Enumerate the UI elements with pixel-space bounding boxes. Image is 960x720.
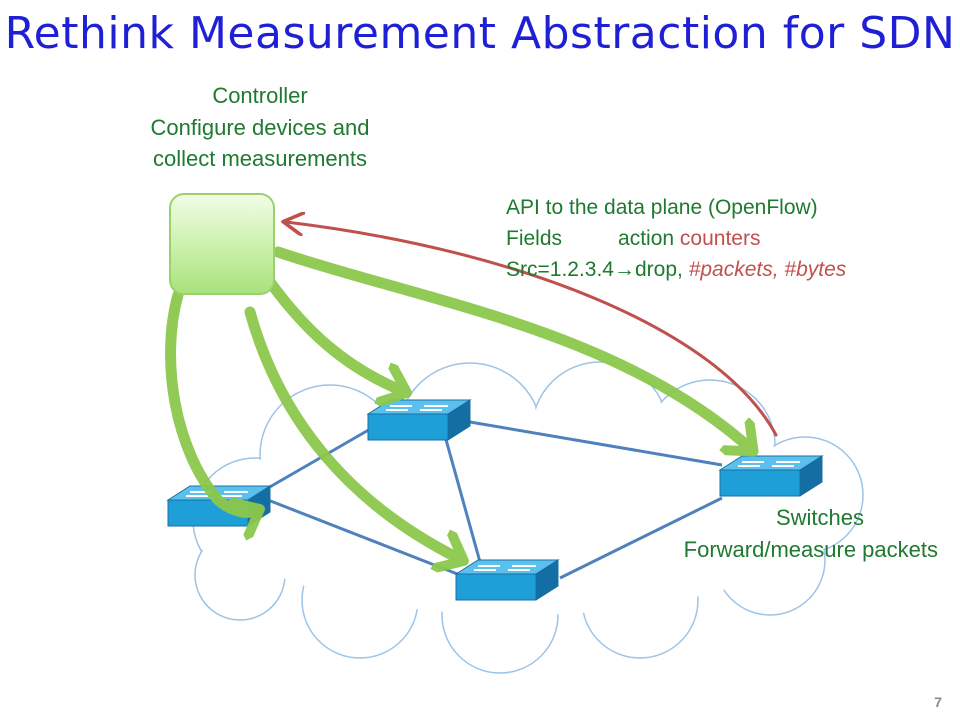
switches-label: Switches (775, 505, 864, 530)
link-top-right (469, 420, 723, 467)
switches-desc: Forward/measure packets (683, 537, 938, 562)
slide-title: Rethink Measurement Abstraction for SDN (4, 8, 956, 59)
control-arrows (165, 246, 752, 560)
drop-action: drop, (634, 258, 683, 281)
switch-icon (454, 559, 560, 601)
arrow-to-left-switch (165, 289, 258, 512)
controller-desc-line1: Configure devices and (150, 115, 370, 140)
api-title: API to the data plane (OpenFlow) (506, 196, 818, 219)
arrow-to-top-switch (264, 276, 405, 392)
switch-icon (718, 455, 824, 497)
counters-header: counters (679, 227, 761, 250)
controller-label: Controller (212, 83, 308, 108)
api-header-row: Fields action counters (506, 223, 760, 254)
action-header: action (618, 227, 675, 250)
page-number: 7 (934, 694, 942, 710)
link-left-bottom (267, 498, 461, 577)
link-top-bottom (443, 435, 482, 563)
arrow-to-right-switch (272, 246, 752, 450)
api-rule-row: Src=1.2.3.4→drop, #packets, #bytes (506, 254, 846, 285)
counter-values: #packets, #bytes (688, 258, 847, 281)
arrow-to-bottom-switch (244, 306, 462, 560)
switch-icon (366, 399, 472, 441)
controller-desc-line2: collect measurements (153, 146, 367, 171)
controller-box (169, 193, 275, 295)
arrow-right-icon: → (613, 258, 635, 281)
match-field: Src=1.2.3.4 (506, 258, 614, 281)
fields-header: Fields (506, 227, 563, 250)
counters-return-arrow (286, 222, 778, 437)
link-bottom-right (559, 496, 723, 580)
